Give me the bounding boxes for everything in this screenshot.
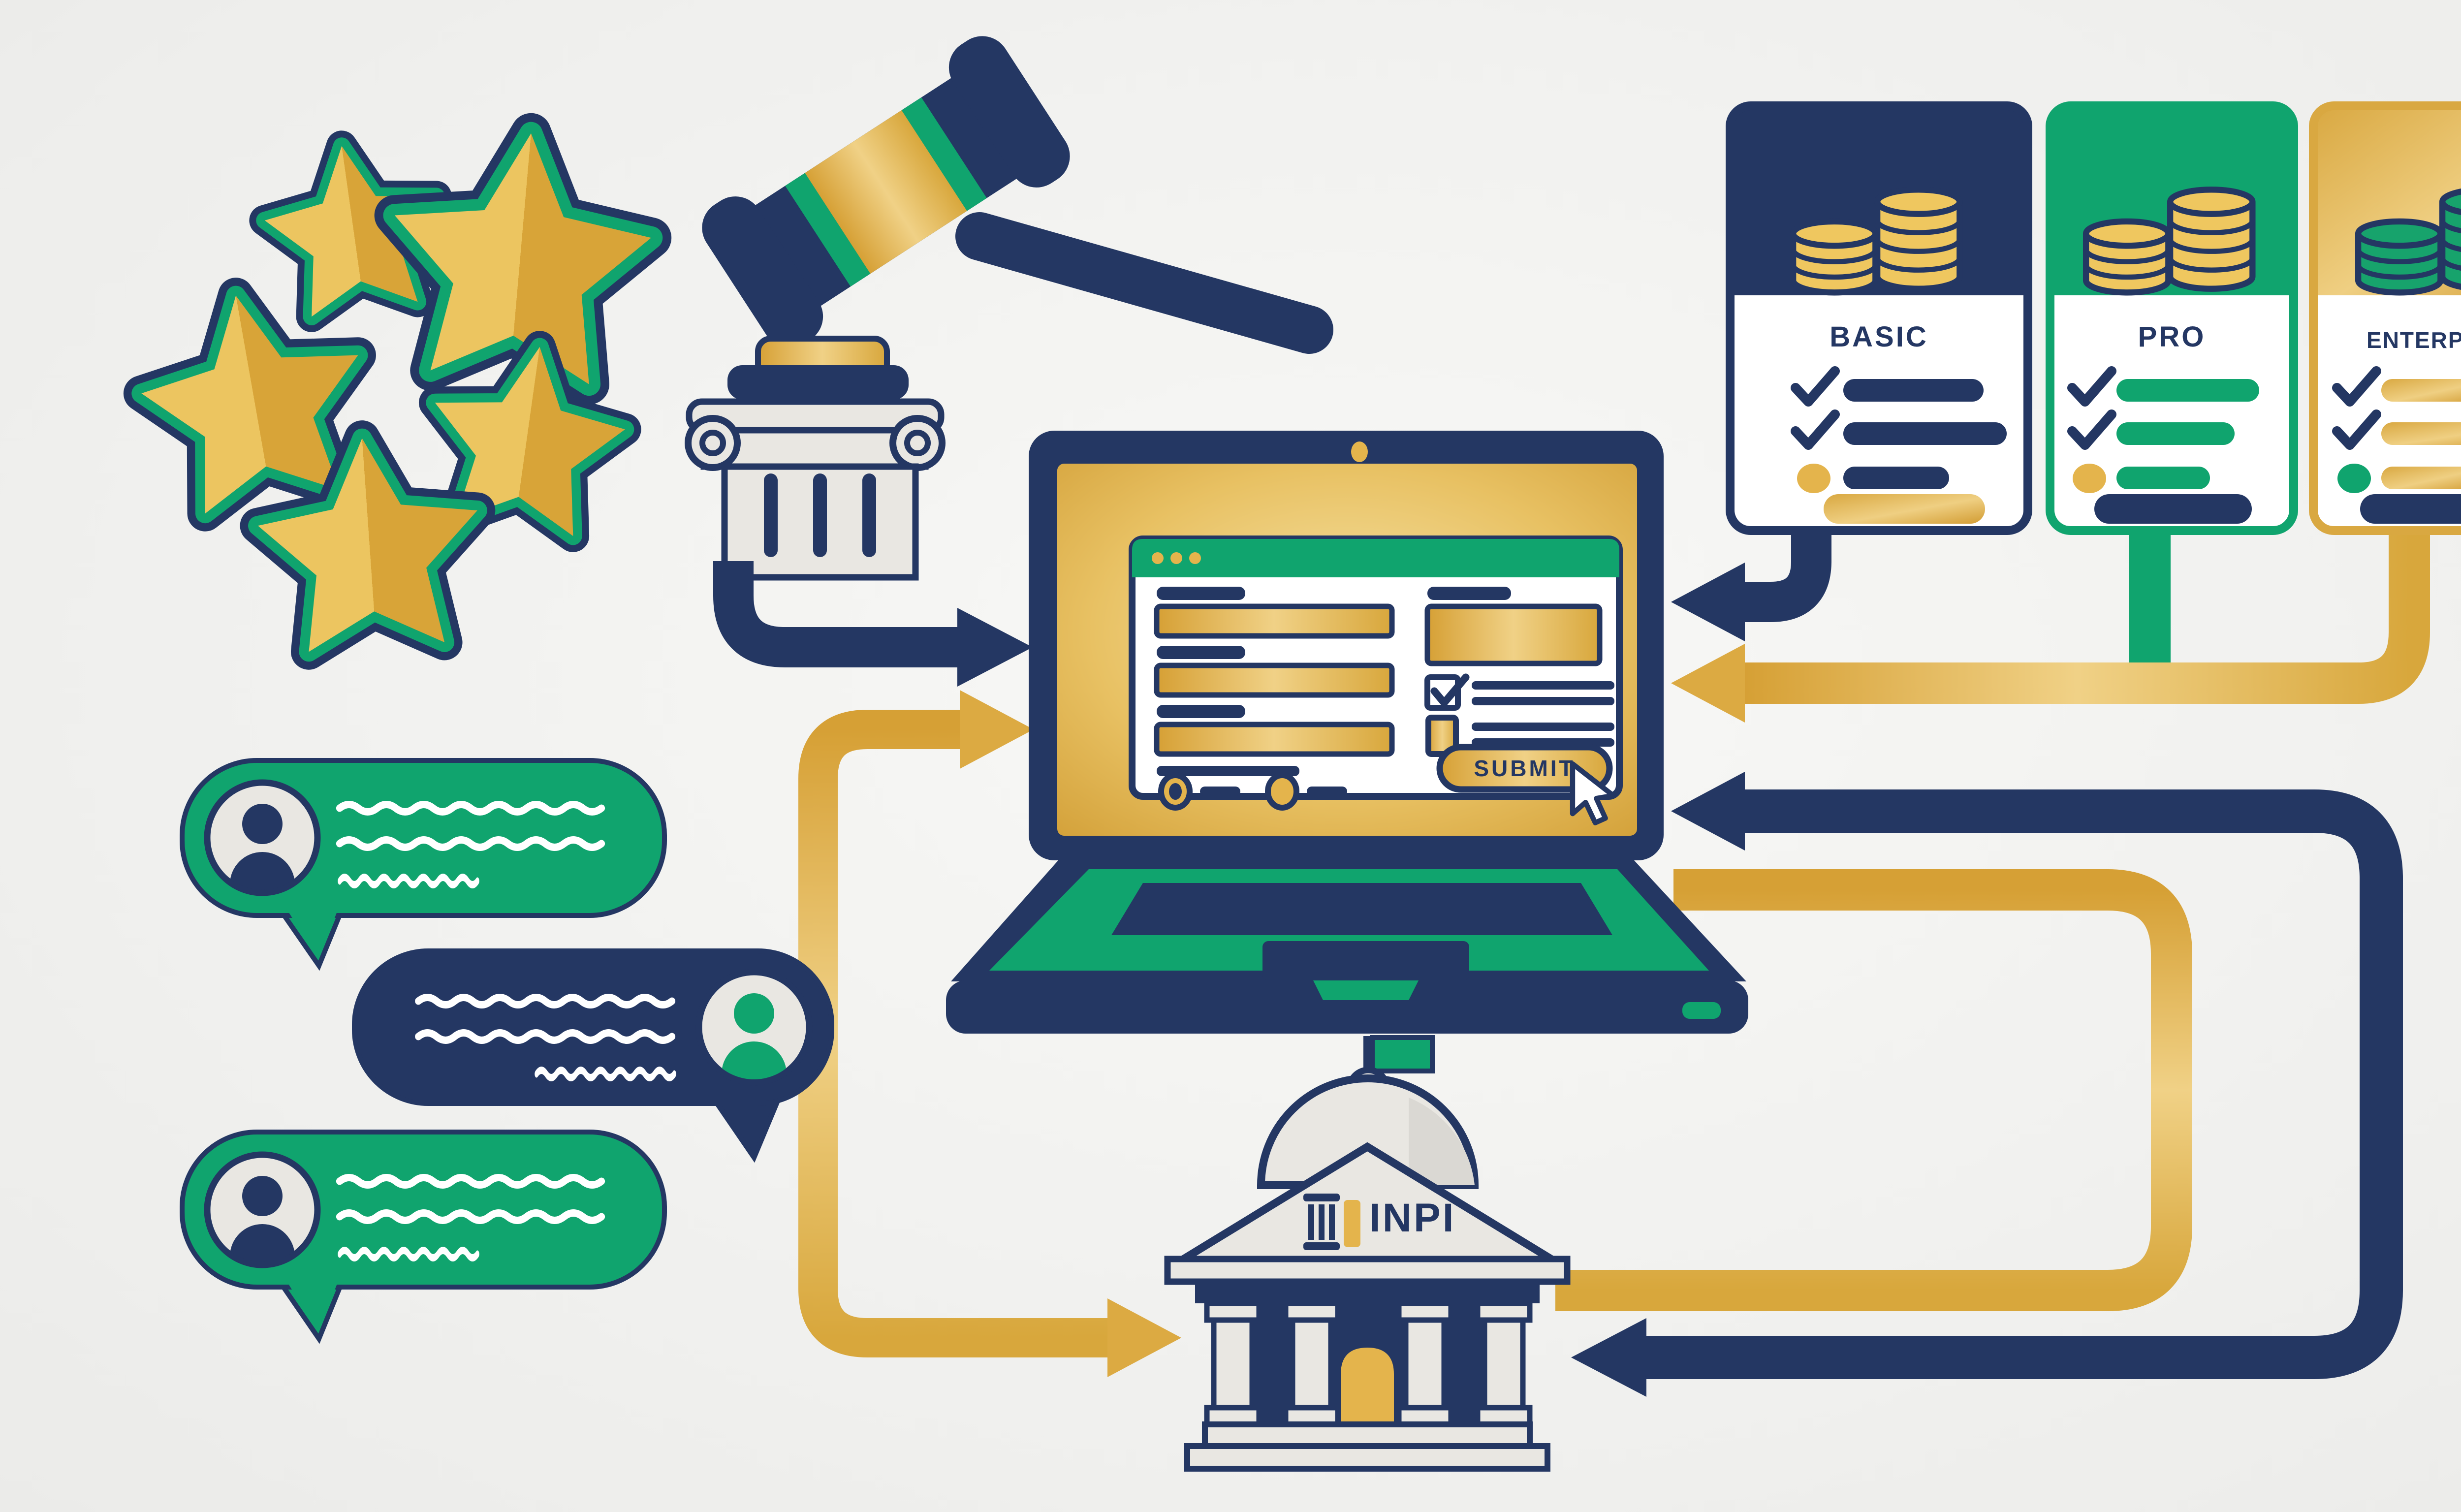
form-label-bar [1427,587,1511,600]
form-input[interactable] [1154,662,1395,698]
coins-icon [1790,187,1963,296]
ionic-column-icon [685,398,946,581]
building-door [1341,1348,1394,1426]
feature-bar [1843,467,1949,489]
arrow-enterprise-to-laptop [1671,519,2430,723]
card-cta-button[interactable] [1824,494,1985,524]
avatar [204,1151,321,1268]
laptop-base-dash [1682,1002,1721,1019]
radio-selected[interactable] [1158,772,1193,811]
form-label-bar [1157,646,1245,659]
rating-stars-icon [127,122,659,655]
arrow-navy-loop [1571,772,2403,1397]
arrow-legal-to-laptop [713,561,1033,687]
dot-bullet [2337,464,2371,493]
dot-bullet [2073,464,2106,493]
feature-bar [2116,379,2259,402]
testimonial-bubble-1 [180,758,667,971]
feature-bar [2381,422,2461,445]
feature-bar [2116,422,2235,445]
enterprise-card-title: ENTERPRISE [2366,327,2461,353]
inpi-building [1164,1035,1571,1472]
testimonial-bubble-2 [352,948,834,1163]
radio-label-bar [1200,787,1240,796]
window-dot[interactable] [1189,552,1201,564]
inpi-building-label: INPI [1369,1196,1456,1240]
flag-icon [1370,1035,1435,1073]
feature-bar [1843,422,2007,445]
entablature [1195,1282,1540,1303]
pricing-card-enterprise[interactable] [2309,101,2461,535]
pricing-card-basic[interactable] [1726,101,2032,535]
laptop-base-bar [946,980,1748,1034]
coins-icon [2355,189,2461,296]
eave [1164,1256,1571,1285]
window-dot[interactable] [1152,552,1164,564]
building-step-1 [1202,1421,1533,1449]
submit-button-label[interactable]: SUBMIT [1474,756,1576,781]
testimonial-bubble-3 [180,1130,667,1344]
laptop-keyboard [1111,883,1612,935]
checkbox-label-bar [1472,723,1614,731]
arrow-basic-to-laptop [1671,519,1831,641]
check-icon [2067,366,2116,407]
browser-titlebar [1132,539,1619,577]
checkbox-label-bar [1472,697,1614,705]
feature-bar [1843,379,1984,402]
form-input-large[interactable] [1424,603,1603,666]
cursor-icon [1570,761,1616,825]
checkbox-checked[interactable] [1424,673,1470,711]
laptop-base-notch [1313,980,1419,1000]
radio-label-bar [1307,787,1347,796]
submit-button[interactable] [1436,744,1613,793]
check-icon [2067,410,2116,450]
form-input[interactable] [1154,722,1395,757]
pricing-card-pro[interactable] [2046,101,2298,535]
avatar [204,779,321,896]
laptop [946,431,1748,1034]
dot-bullet [1797,464,1830,493]
basic-card-title: BASIC [1830,321,1928,353]
inpi-logo-column-icon [1303,1194,1360,1250]
avatar [695,969,813,1086]
building-step-2 [1184,1443,1550,1472]
form-input[interactable] [1154,603,1395,639]
check-icon [1791,366,1840,407]
form-divider [1157,766,1299,776]
form-label-bar [1157,587,1245,600]
dome-shade [1409,1098,1475,1185]
check-icon [1791,410,1840,450]
feature-bar [2116,467,2210,489]
feature-bar [2381,467,2461,489]
form-label-bar [1157,705,1245,718]
feature-bar [2381,379,2461,402]
check-icon [2332,366,2381,407]
browser-window [1129,536,1623,811]
arrow-laptop-to-inpi [1555,869,2192,1311]
window-dot[interactable] [1170,552,1182,564]
laptop-trackpad [1262,941,1469,980]
check-icon [2332,410,2381,450]
radio-unselected[interactable] [1265,772,1299,811]
coins-icon [2082,187,2256,296]
checkbox-label-bar [1472,681,1614,690]
laptop-camera-icon [1351,441,1368,462]
gavel-icon [702,36,1333,400]
pro-card-title: PRO [2138,321,2206,353]
card-cta-button[interactable] [2094,494,2252,524]
card-cta-button[interactable] [2360,494,2461,524]
